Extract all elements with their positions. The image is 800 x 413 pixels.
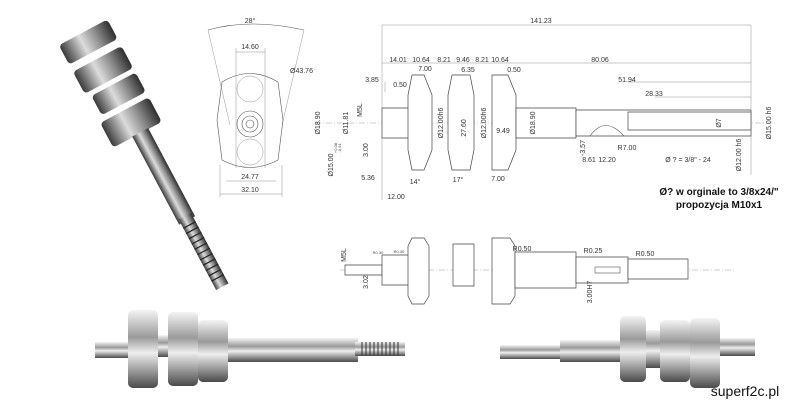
crankshaft-render-right bbox=[500, 316, 755, 388]
dim-dia-18-90-right: Ø18.90 bbox=[530, 111, 537, 134]
dim-seg-3: 8.21 bbox=[437, 57, 451, 64]
dim-width-total: 32.10 bbox=[241, 187, 259, 194]
dim-width-mid: 24.77 bbox=[241, 174, 259, 181]
dim-key-depth: -3.57 bbox=[580, 140, 587, 156]
note-line-1: Ø? w orginale to 3/8x24/" bbox=[659, 187, 778, 198]
dim-dia-15-tol: Ø15.00 bbox=[328, 153, 335, 176]
dim-seg-1: 14.01 bbox=[389, 57, 407, 64]
dim-r2: R0.25 bbox=[584, 248, 603, 255]
dim-r1: R0.50 bbox=[513, 246, 532, 253]
side-view: 141.23 14.01 10.64 8.21 9.46 8.21 10.64 … bbox=[315, 18, 775, 201]
dim-seg-7: 80.06 bbox=[591, 57, 609, 64]
dim-web2-width: 7.00 bbox=[491, 176, 505, 183]
dim-dia-12-h6-a: Ø12.00h6 bbox=[438, 108, 445, 139]
dim-thread-m5: M5L bbox=[357, 103, 364, 117]
dim-r3: R0.50 bbox=[636, 251, 655, 258]
thread-spec: Ø ? = 3/8" - 24 bbox=[665, 157, 711, 164]
dim-key-radius: R7.00 bbox=[618, 145, 637, 152]
dim-throw: 27.60 bbox=[461, 119, 468, 137]
dim-dia-11-81: Ø11.81 bbox=[343, 112, 350, 135]
dim-thread-length: 28.33 bbox=[645, 91, 663, 98]
dim-dia-7: Ø7 bbox=[716, 118, 723, 127]
dim-step-3: 3.00 bbox=[363, 143, 370, 157]
dim-chamfer-left: 0.50 bbox=[393, 82, 407, 89]
dim-seg-2: 10.64 bbox=[412, 57, 430, 64]
dim-thread-m5-bottom: M5L bbox=[341, 248, 348, 262]
dim-r-small-2: R0.30 bbox=[394, 249, 405, 254]
dim-web1-width: 7.00 bbox=[418, 66, 432, 73]
dim-chamfer-right: 0.50 bbox=[507, 67, 521, 74]
dim-seg-4: 9.46 bbox=[456, 57, 470, 64]
dim-dia-15-h6: Ø15.00 h6 bbox=[766, 107, 773, 140]
front-view: 28° 14.60 Ø43.76 24.77 32.10 bbox=[207, 17, 313, 197]
dim-dia-12-h6-end: Ø12.00 h6 bbox=[736, 139, 743, 172]
dim-angle-17: 17° bbox=[453, 176, 464, 184]
dim-diameter: Ø43.76 bbox=[290, 68, 313, 75]
dim-depth-3-02: 3.02 bbox=[363, 275, 370, 289]
dim-angle-14: 14° bbox=[410, 178, 421, 186]
watermark: superf2c.pl bbox=[711, 383, 779, 399]
dim-seg-6: 10.64 bbox=[491, 57, 509, 64]
dim-key-width: 12.20 bbox=[598, 157, 616, 164]
dim-dia-18-90-left: Ø18.90 bbox=[315, 111, 322, 134]
crankshaft-render-diagonal bbox=[60, 20, 229, 291]
dim-key-length: 51.94 bbox=[618, 77, 636, 84]
dim-offset: 9.49 bbox=[496, 128, 510, 135]
dim-tol-upper: +0.08 bbox=[333, 142, 338, 153]
bottom-view: R0.30 R0.30 M5L 3.02 R0.50 R0.25 R0.50 3… bbox=[340, 237, 735, 305]
dim-12: 12.00 bbox=[387, 194, 405, 201]
dim-tol-lower: -0.01 bbox=[337, 143, 342, 153]
dim-keyway: 3.00H7 bbox=[587, 281, 594, 304]
dim-pin-width: 6.35 bbox=[461, 67, 475, 74]
dim-dia-12-h6-b: Ø12.00h6 bbox=[481, 108, 488, 139]
dim-angle: 28° bbox=[245, 17, 256, 25]
dim-overall: 141.23 bbox=[530, 18, 552, 25]
dim-5-36: 5.36 bbox=[361, 175, 375, 182]
note-line-2: propozycja M10x1 bbox=[676, 200, 763, 211]
dim-left-step: 3.85 bbox=[365, 77, 379, 84]
dim-r-small-1: R0.30 bbox=[373, 250, 384, 255]
crankshaft-render-left bbox=[95, 310, 405, 388]
dim-key-offset: 8.61 bbox=[582, 157, 596, 164]
dim-width-top: 14.60 bbox=[241, 44, 259, 51]
dim-seg-5: 8.21 bbox=[475, 57, 489, 64]
